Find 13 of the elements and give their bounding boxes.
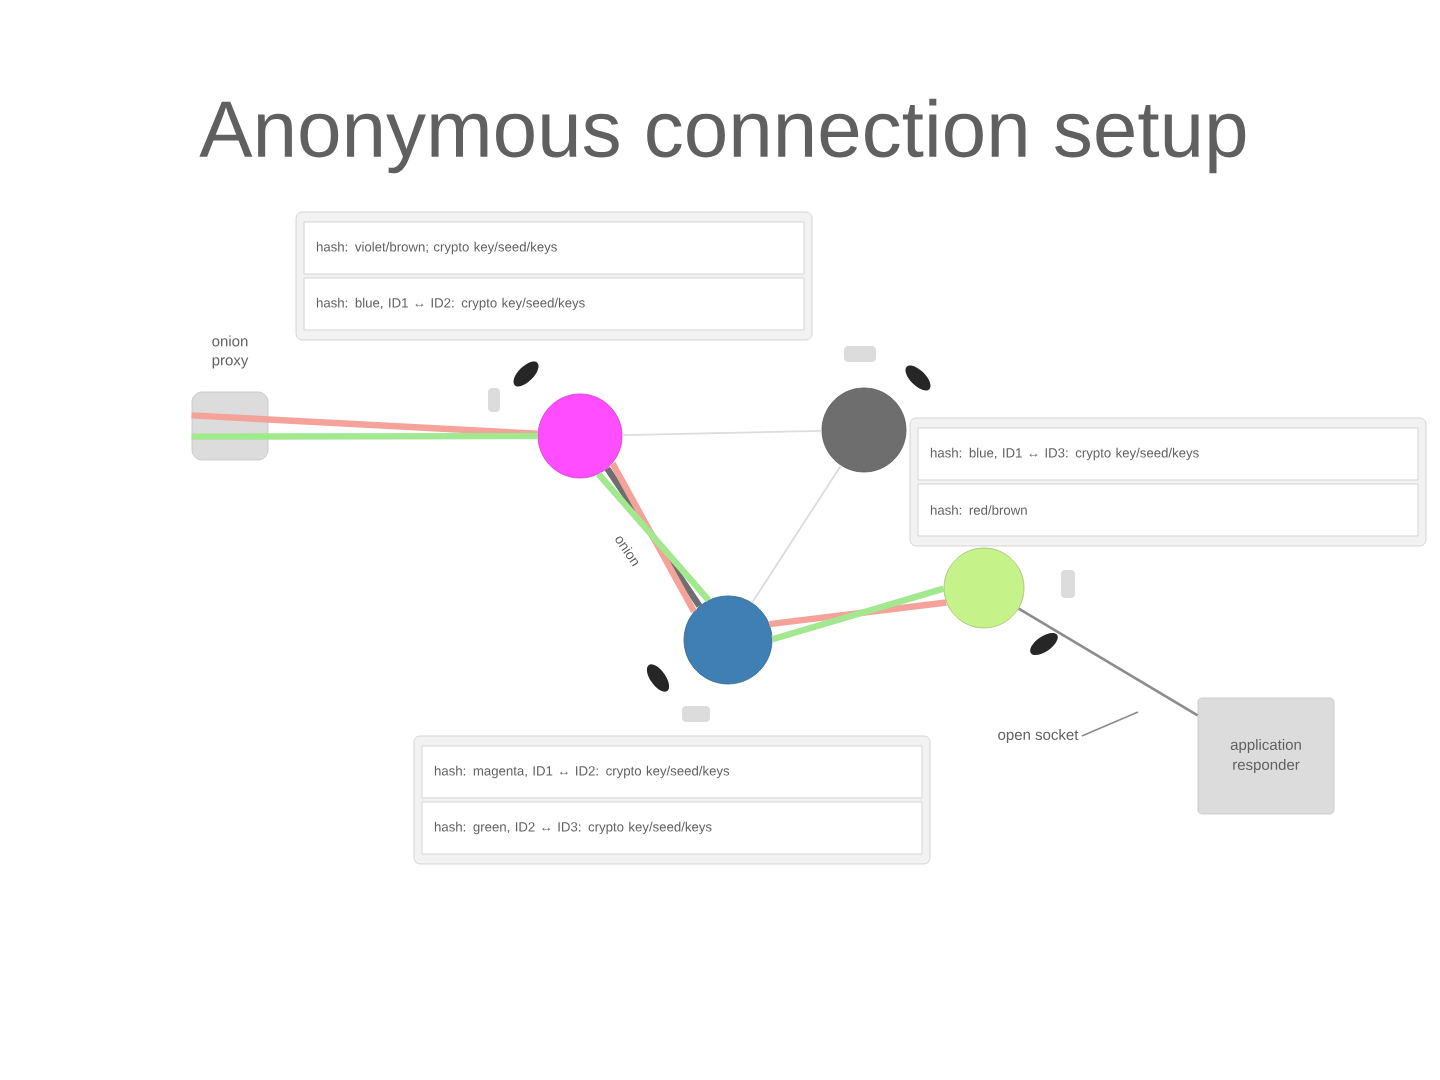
connector-line bbox=[1018, 607, 1199, 717]
connector-line bbox=[769, 599, 947, 628]
circle bbox=[943, 547, 1025, 629]
connector-line bbox=[1081, 711, 1139, 737]
circle bbox=[537, 393, 623, 479]
connector-line bbox=[771, 585, 945, 643]
circle bbox=[683, 595, 773, 685]
connector-line bbox=[751, 464, 842, 604]
connector-line bbox=[191, 432, 538, 440]
title: Anonymous connection setup bbox=[199, 98, 1246, 174]
circle bbox=[821, 387, 907, 473]
connector-line bbox=[621, 430, 823, 436]
connector-line bbox=[191, 412, 538, 437]
